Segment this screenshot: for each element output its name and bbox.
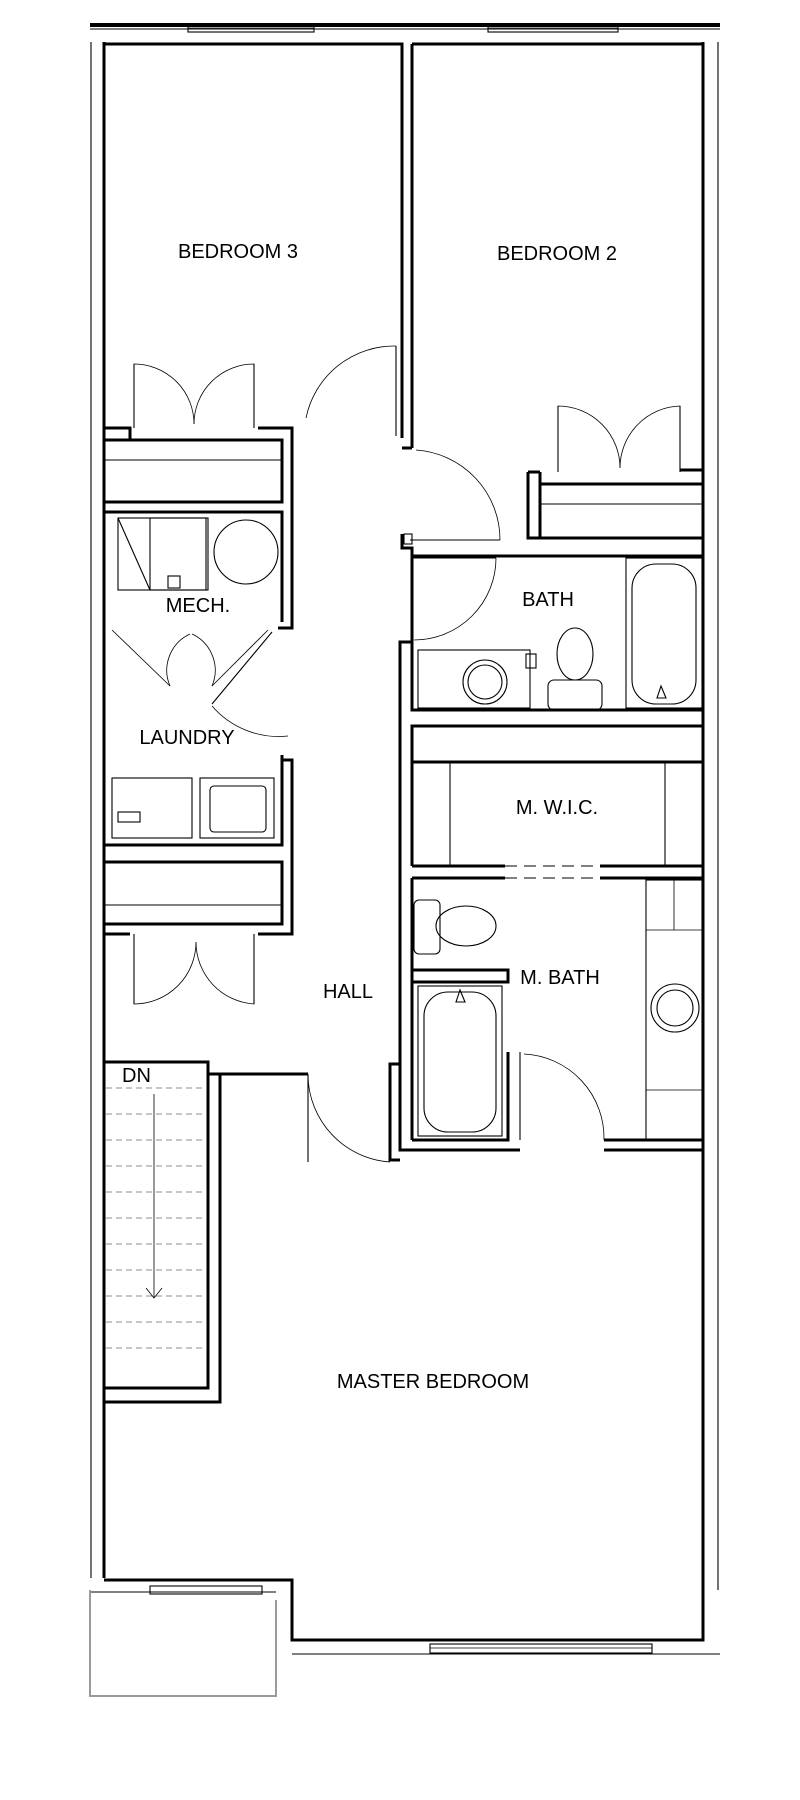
bedroom3-closet-doors [133,363,255,428]
exterior-walls [89,23,720,1697]
room-label-laundry: LAUNDRY [139,727,234,749]
master-bath-door [519,1052,605,1141]
mech-doors [111,629,269,687]
fixtures [111,517,703,1141]
furnace [117,517,209,591]
bottom-window-right [429,1643,653,1654]
master-door [307,1074,391,1163]
mbath-toilet [413,899,497,955]
bath-door [412,557,497,641]
mbath-tub [417,985,503,1137]
room-label-hall: HALL [323,981,373,1003]
washer [111,777,193,839]
bath-vanity [417,649,537,709]
bedroom2-closet-doors [557,405,681,472]
room-label-master: MASTER BEDROOM [337,1371,529,1393]
dryer [199,777,275,839]
bath-toilet [547,627,603,711]
room-label-bedroom2: BEDROOM 2 [497,243,617,265]
stair-direction-label: DN [122,1065,151,1087]
room-label-mech: MECH. [166,595,230,617]
interior-walls [102,42,705,1404]
doors [111,345,681,1163]
bedroom2-door [403,449,501,545]
water-heater [213,519,279,585]
room-label-bath: BATH [522,589,574,611]
room-label-mwic: M. W.I.C. [516,797,598,819]
top-window-left [187,23,315,33]
stair: DN [106,1065,206,1349]
room-label-bedroom3: BEDROOM 3 [178,241,298,263]
balcony [89,1590,277,1697]
bath-tub [625,557,703,709]
room-labels: BEDROOM 3 BEDROOM 2 MECH. BATH LAUNDRY M… [139,241,617,1393]
linen-closet-doors [133,934,255,1005]
bedroom3-door [305,345,397,436]
room-label-mbath: M. BATH [520,967,600,989]
top-window-right [487,23,619,33]
laundry-door [211,631,289,737]
bottom-window-left [149,1585,263,1595]
mbath-vanity [645,879,703,1141]
